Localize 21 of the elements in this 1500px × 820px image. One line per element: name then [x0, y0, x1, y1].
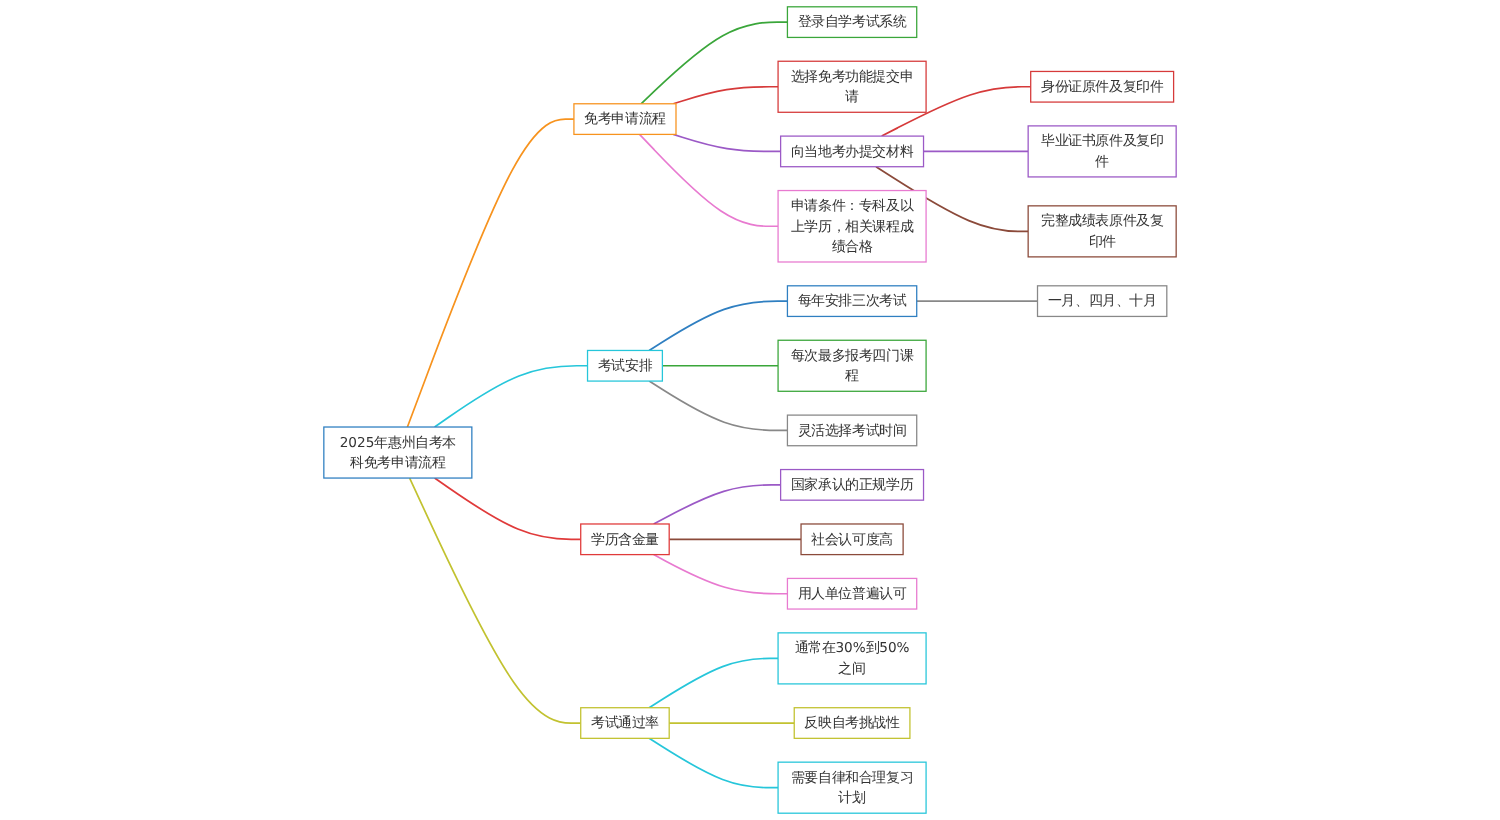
- connector: [668, 722, 796, 724]
- connector: [648, 300, 789, 352]
- connector: [922, 150, 1029, 153]
- connector: [652, 484, 782, 525]
- connector: [640, 21, 789, 105]
- connector: [672, 85, 779, 105]
- connector: [661, 364, 779, 367]
- connector: [648, 737, 779, 789]
- connector: [672, 133, 782, 153]
- connector: [433, 364, 589, 428]
- connector: [652, 553, 789, 595]
- connector: [648, 657, 779, 709]
- connector: [648, 380, 789, 432]
- connector: [880, 85, 1032, 137]
- connector: [668, 538, 802, 541]
- connector: [406, 118, 575, 428]
- connector: [408, 477, 582, 724]
- connector: [433, 477, 582, 541]
- connector: [915, 300, 1039, 302]
- connector: [875, 165, 1029, 233]
- connector: [638, 133, 779, 228]
